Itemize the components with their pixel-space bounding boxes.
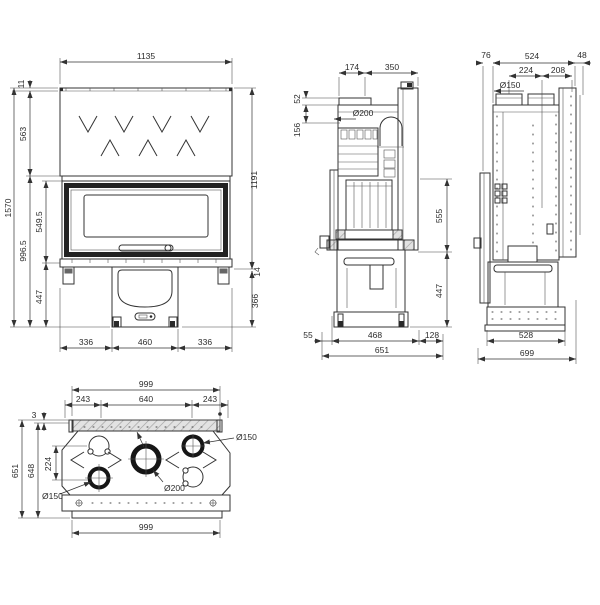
dim-front-hood-height: 563 <box>18 127 28 141</box>
firebox-grate <box>345 179 393 231</box>
dim-side-plinth-height: 447 <box>434 284 444 298</box>
dim-rear-total-width: 699 <box>520 348 534 358</box>
dim-top-frame-width: 999 <box>139 379 153 389</box>
side-dimensions: 174 350 52 156 Ø200 555 447 55 468 <box>292 62 452 360</box>
baffle-arch <box>379 116 403 146</box>
base-strip-ticks <box>71 259 217 263</box>
dim-rear-rear-offset: 48 <box>577 50 587 60</box>
front-pedestal <box>111 266 179 328</box>
firebrick-stack <box>337 127 396 178</box>
vent-grid <box>494 183 508 204</box>
dim-top-outlet-row-spacing: 224 <box>43 457 53 471</box>
knockout-circle-bottom-right <box>182 466 204 488</box>
dim-top-outlet-left: 243 <box>76 394 90 404</box>
hood-panel <box>59 87 233 177</box>
side-pedestal <box>333 249 409 328</box>
dim-top-flue-diameter: Ø200 <box>164 483 185 493</box>
flue-ring-center <box>128 431 164 483</box>
base-strip <box>59 258 233 268</box>
front-feet <box>62 266 230 285</box>
dim-rear-stub-diameter: Ø150 <box>500 80 521 90</box>
outlet-ring-top-right <box>181 434 235 458</box>
rear-view: 76 524 48 224 208 Ø150 528 699 <box>473 50 591 364</box>
dim-front-plinth-height: 447 <box>34 290 44 304</box>
dim-side-total-depth: 651 <box>375 345 389 355</box>
dim-front-right-height: 1191 <box>249 171 259 190</box>
flue-collar <box>338 97 372 106</box>
dim-side-collar-inset: 156 <box>292 123 302 137</box>
dim-top-outlet-right-diameter: Ø150 <box>236 432 257 442</box>
hood-louvers <box>78 115 210 157</box>
rear-heat-shield <box>397 87 419 251</box>
dim-side-collar-height: 52 <box>292 94 302 104</box>
outlet-stub-left <box>495 93 523 106</box>
dim-side-firebox-height: 555 <box>434 209 444 223</box>
dim-side-front-gap: 55 <box>303 330 313 340</box>
dim-front-overall-height: 1570 <box>3 198 13 217</box>
dim-side-base-depth: 468 <box>368 330 382 340</box>
door-handle <box>118 244 174 252</box>
dim-front-top-lip: 11 <box>16 79 26 88</box>
dim-front-bottom-right: 336 <box>198 337 212 347</box>
dim-top-outlet-spacing: 640 <box>139 394 153 404</box>
door-glass <box>83 194 209 238</box>
knockout-circle-top-left <box>87 435 111 457</box>
hood-top-ticks <box>65 88 227 91</box>
dim-side-flue-diameter: Ø200 <box>353 108 374 118</box>
side-view: 174 350 52 156 Ø200 555 447 55 468 <box>292 62 452 360</box>
rear-dimensions: 76 524 48 224 208 Ø150 528 699 <box>476 50 591 364</box>
dim-top-body-depth: 648 <box>26 464 36 478</box>
damper-box <box>507 245 538 263</box>
door-outer <box>61 180 231 260</box>
dim-rear-body-width: 524 <box>525 51 539 61</box>
rear-latch <box>473 237 482 249</box>
dim-rear-base-width: 528 <box>519 330 533 340</box>
front-view: 1135 11 563 1570 996.5 549.5 447 1191 <box>3 51 262 352</box>
rear-right-panel <box>558 87 577 258</box>
dim-side-collar-offset: 174 <box>345 62 359 72</box>
dim-front-door-height: 549.5 <box>34 211 44 233</box>
dim-side-rear-gap: 128 <box>425 330 439 340</box>
dim-front-frame-gap: 14 <box>252 267 262 277</box>
dim-front-total-width: 1135 <box>137 51 156 61</box>
dim-top-total-depth: 651 <box>10 464 20 478</box>
dim-front-pedestal-height: 366 <box>250 294 260 308</box>
screw-marks <box>75 499 217 507</box>
dim-front-bottom-left: 336 <box>79 337 93 347</box>
door-frame <box>64 183 228 257</box>
outlet-stub-right <box>527 93 555 106</box>
airflow-chevrons <box>70 451 217 469</box>
rear-pedestal <box>484 261 566 332</box>
dim-rear-front-offset: 76 <box>481 50 491 60</box>
dim-top-outlet-right: 243 <box>203 394 217 404</box>
dim-top-outlet-left-diameter: Ø150 <box>42 491 63 501</box>
dim-front-bottom-center: 460 <box>138 337 152 347</box>
dim-rear-stub-spacing: 224 <box>519 65 533 75</box>
side-latch <box>319 235 330 249</box>
dim-rear-stub-offset: 208 <box>551 65 565 75</box>
front-frame-bar <box>71 419 221 432</box>
outlet-ring-bottom-left <box>85 464 113 492</box>
dim-top-front-lip: 3 <box>32 410 37 420</box>
front-dimensions: 1135 11 563 1570 996.5 549.5 447 1191 <box>3 51 262 352</box>
dim-top-base-width: 999 <box>139 522 153 532</box>
top-view: 999 243 640 243 3 651 648 224 Ø150 Ø200 … <box>10 379 257 538</box>
door-top-strip <box>61 175 231 182</box>
side-body <box>337 104 399 251</box>
dim-front-lower-height: 996.5 <box>18 240 28 262</box>
dim-side-body-depth: 350 <box>385 62 399 72</box>
top-dimensions: 999 243 640 243 3 651 648 224 Ø150 Ø200 … <box>10 379 257 538</box>
